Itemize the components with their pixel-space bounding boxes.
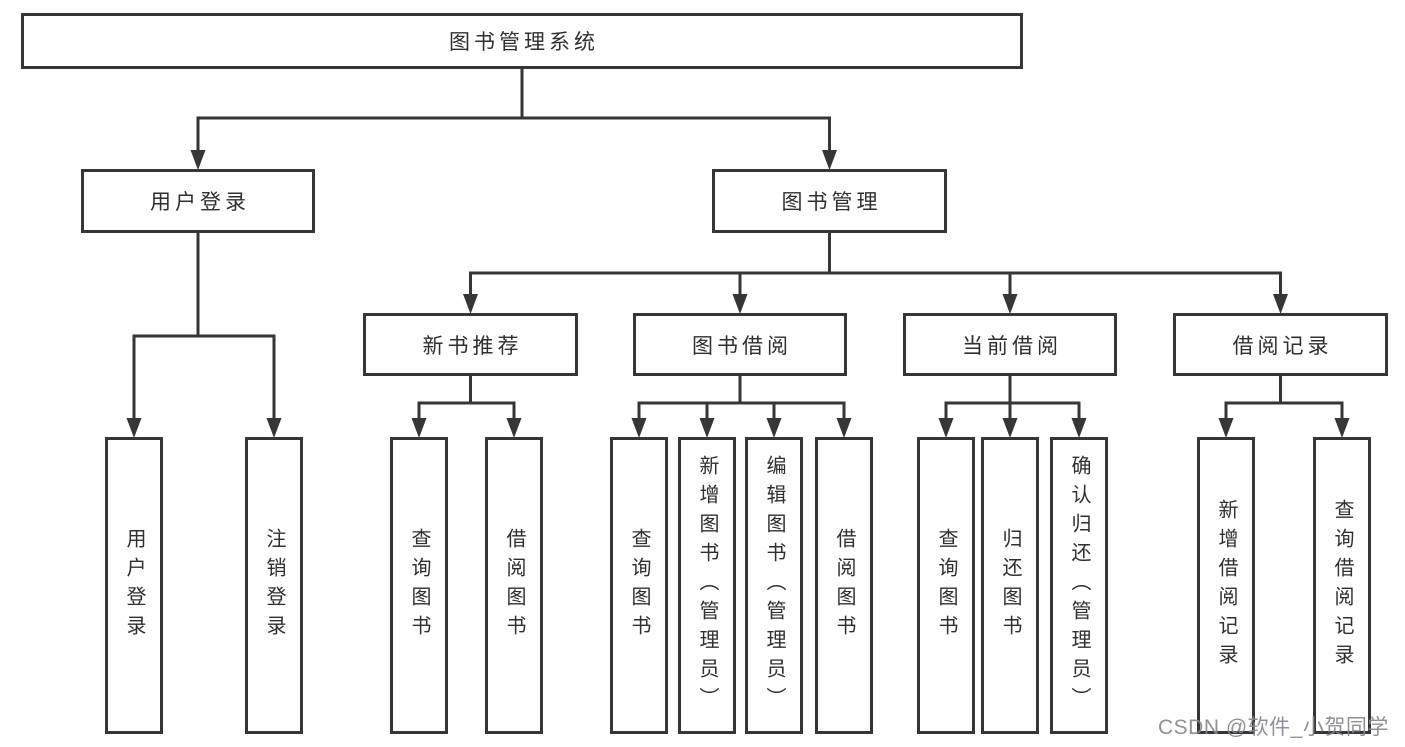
leaf-records-query-record: 查询借阅记录: [1313, 437, 1371, 734]
leaf-borrow-query-books: 查询图书: [610, 437, 668, 734]
node-book-borrow: 图书借阅: [633, 313, 847, 376]
leaf-borrow-edit-books-admin: 编辑图书（管理员）: [745, 437, 803, 734]
node-user-login: 用户登录: [81, 169, 315, 233]
leaf-current-return-books: 归还图书: [981, 437, 1039, 734]
leaf-current-query-books: 查询图书: [917, 437, 975, 734]
watermark: CSDN @软件_小贺同学: [1158, 716, 1389, 739]
leaf-records-add-record: 新增借阅记录: [1197, 437, 1255, 734]
leaf-borrow-add-books-admin: 新增图书（管理员）: [678, 437, 736, 734]
node-book-management: 图书管理: [712, 169, 947, 233]
leaf-user-login: 用户登录: [105, 437, 163, 734]
leaf-logout: 注销登录: [245, 437, 303, 734]
node-new-book-recommend: 新书推荐: [363, 313, 578, 376]
leaf-current-confirm-return-admin: 确认归还（管理员）: [1050, 437, 1108, 734]
leaf-recommend-query-books: 查询图书: [390, 437, 448, 734]
leaf-borrow-borrow-books: 借阅图书: [815, 437, 873, 734]
node-borrow-records: 借阅记录: [1173, 313, 1388, 376]
leaf-recommend-borrow-books: 借阅图书: [485, 437, 543, 734]
node-current-borrow: 当前借阅: [903, 313, 1117, 376]
node-library-system: 图书管理系统: [21, 13, 1023, 69]
